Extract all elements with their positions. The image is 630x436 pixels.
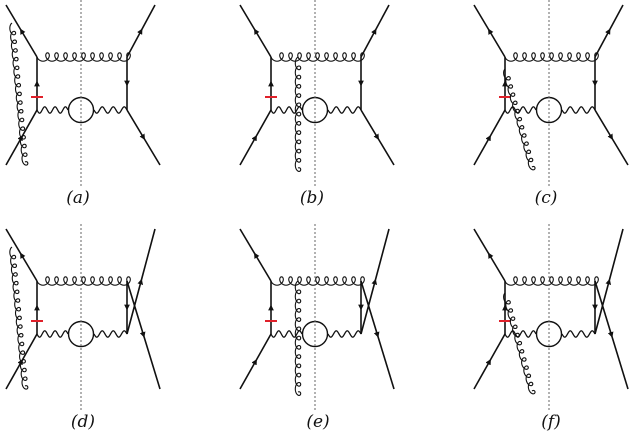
photon-line-bottom-right — [561, 330, 596, 338]
panel-caption-a: (a) — [66, 188, 89, 208]
gluon-line-top — [504, 52, 599, 62]
quark-line-bottom-right — [360, 109, 395, 166]
photon-line-bottom-right — [93, 106, 128, 114]
photon-line-bottom-left — [504, 330, 537, 338]
quark-line-bottom-left — [473, 333, 506, 390]
quark-line-top-right — [594, 4, 624, 58]
gluon-line-top — [36, 52, 131, 62]
photon-line-bottom-left — [36, 106, 69, 114]
panel-caption-c: (c) — [535, 188, 558, 208]
gluon-line-top — [270, 276, 365, 286]
quark-line-crossing-right-down — [594, 280, 629, 390]
radiated-gluon — [294, 56, 302, 172]
diagram-panel-d — [5, 224, 161, 411]
photon-line-bottom-left — [270, 106, 303, 114]
quark-line-crossing-right-down — [360, 280, 395, 390]
photon-line-bottom-right — [561, 106, 596, 114]
quark-line-top-left — [5, 228, 38, 282]
diagram-panel-e — [239, 224, 395, 411]
radiated-gluon — [9, 22, 29, 166]
quark-line-top-left — [473, 228, 506, 282]
radiated-gluon — [503, 292, 536, 395]
gluon-line-top — [270, 52, 365, 62]
diagram-panel-b — [239, 0, 395, 187]
panel-caption-f: (f) — [541, 412, 561, 432]
panel-caption-d: (d) — [71, 412, 95, 432]
photon-line-bottom-left — [36, 330, 69, 338]
radiated-gluon — [9, 246, 29, 390]
quark-line-bottom-right — [594, 109, 629, 166]
quark-line-crossing-right-up — [126, 228, 156, 335]
quark-line-crossing-right-down — [126, 280, 161, 390]
quark-line-bottom-left — [239, 109, 272, 166]
photon-line-bottom-right — [93, 330, 128, 338]
photon-line-bottom-left — [270, 330, 303, 338]
quark-line-top-left — [239, 4, 272, 58]
radiated-gluon — [503, 68, 536, 171]
quark-line-crossing-right-up — [360, 228, 390, 335]
quark-line-bottom-right — [126, 109, 161, 166]
photon-line-bottom-right — [327, 106, 362, 114]
photon-line-bottom-right — [327, 330, 362, 338]
gluon-line-top — [504, 276, 599, 286]
gluon-line-top — [36, 276, 131, 286]
quark-line-bottom-left — [239, 333, 272, 390]
diagram-panel-f — [473, 224, 629, 411]
panel-caption-e: (e) — [306, 412, 329, 432]
diagram-panel-a — [5, 0, 161, 187]
quark-line-top-left — [473, 4, 506, 58]
quark-line-top-right — [126, 4, 156, 58]
quark-line-top-left — [5, 4, 38, 58]
quark-line-bottom-left — [473, 109, 506, 166]
quark-line-crossing-right-up — [594, 228, 624, 335]
diagram-panel-c — [473, 0, 629, 187]
radiated-gluon — [294, 280, 302, 396]
quark-line-top-right — [360, 4, 390, 58]
photon-line-bottom-left — [504, 106, 537, 114]
quark-line-top-left — [239, 228, 272, 282]
panel-caption-b: (b) — [300, 188, 324, 208]
